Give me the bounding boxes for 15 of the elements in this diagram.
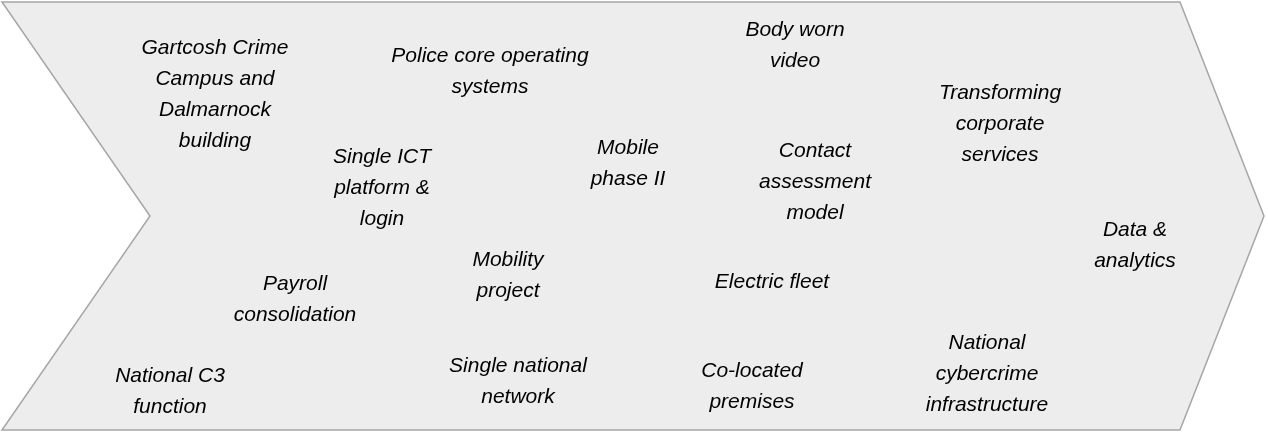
initiative-label: Single national network [448,352,589,409]
initiative-label: Co-located premises [700,357,804,414]
initiative-label: Gartcosh Crime Campus and Dalmarnock building [140,34,290,153]
initiative-label: Mobile phase II [589,134,667,191]
initiative-label: Transforming corporate services [937,78,1063,167]
initiative-label: Body worn video [744,16,846,73]
initiative-label: Single ICT platform & login [331,142,434,231]
initiative-label: Data & analytics [1093,216,1177,273]
initiative-label: National C3 function [114,362,226,419]
initiative-label: Payroll consolidation [232,270,358,327]
initiative-label: National cybercrime infrastructure [924,328,1050,417]
initiative-label: Police core operating systems [390,42,590,99]
initiative-label: Contact assessment model [757,136,873,225]
initiative-label: Electric fleet [713,267,831,294]
initiative-label: Mobility project [471,246,546,303]
